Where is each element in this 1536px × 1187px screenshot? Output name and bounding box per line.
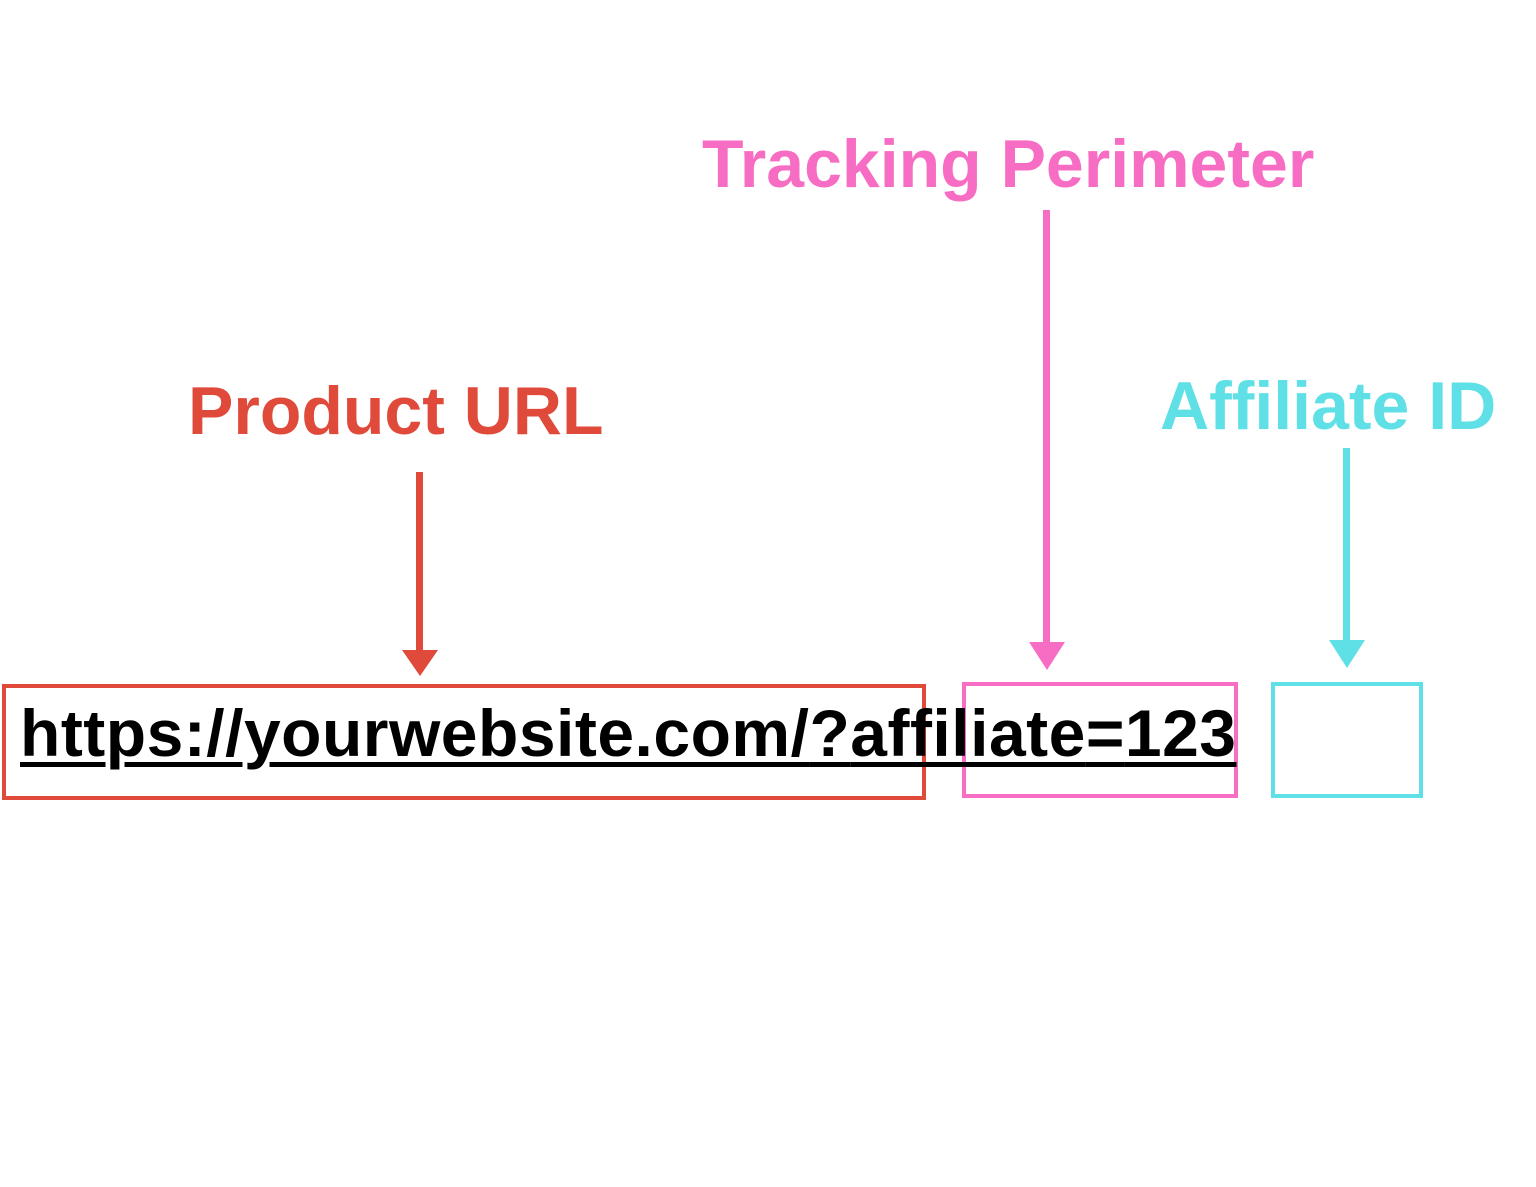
product-url-box: [2, 684, 926, 800]
url-param-value: 123: [1124, 696, 1237, 770]
tracking-parameter-label: Tracking Perimeter: [702, 126, 1315, 202]
tracking-parameter-arrow-icon: [1029, 210, 1065, 670]
product-url-arrow-icon: [402, 472, 438, 676]
product-url-label: Product URL: [188, 373, 604, 449]
url-equals: =: [1085, 696, 1125, 770]
url-question-mark: ?: [809, 696, 851, 770]
tracking-parameter-box: [962, 682, 1238, 798]
affiliate-id-label: Affiliate ID: [1160, 368, 1497, 444]
affiliate-id-box: [1271, 682, 1423, 798]
url-product-part: https://yourwebsite.com/: [20, 696, 810, 770]
url-param-name: affiliate: [850, 696, 1086, 770]
affiliate-url: https://yourwebsite.com/?affiliate=123: [20, 700, 1237, 766]
affiliate-id-arrow-icon: [1329, 448, 1365, 668]
